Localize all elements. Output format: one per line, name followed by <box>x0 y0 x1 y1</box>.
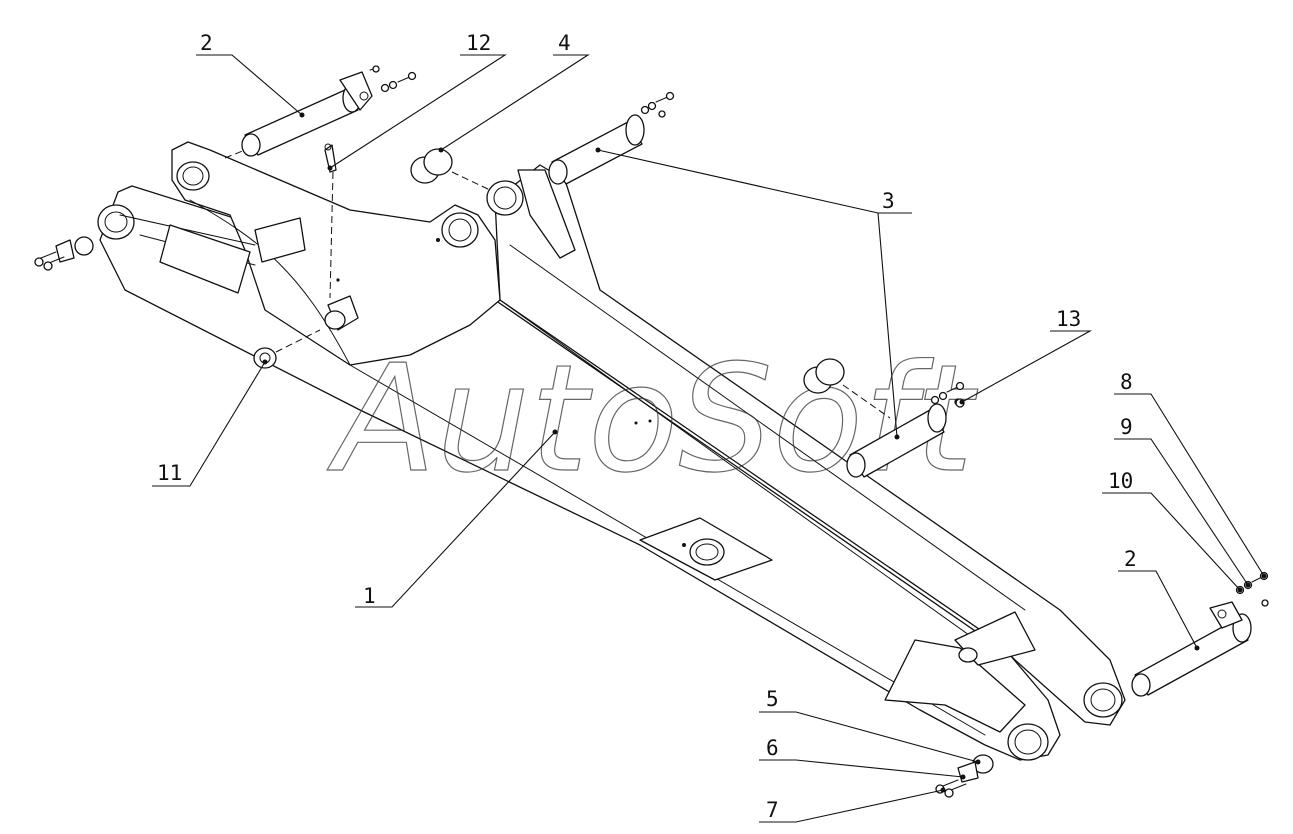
pin-3-top-bolts <box>640 91 675 118</box>
svg-text:6: 6 <box>766 736 779 760</box>
svg-text:1: 1 <box>363 584 376 608</box>
callout-13: 13 <box>959 307 1093 405</box>
callout-5: 5 <box>759 687 981 765</box>
boss-bore-left <box>441 212 479 248</box>
svg-text:2: 2 <box>200 31 213 55</box>
left-end-cap-fasteners <box>34 236 94 271</box>
callout-1: 1 <box>355 429 558 608</box>
callout-2-top: 2 <box>196 31 305 118</box>
svg-text:13: 13 <box>1056 307 1081 331</box>
top-pin-bolts <box>369 65 417 93</box>
svg-text:11: 11 <box>157 461 182 485</box>
boss-bore-right <box>486 180 524 216</box>
svg-text:8: 8 <box>1120 370 1133 394</box>
boom-rear-frame <box>171 141 501 366</box>
svg-text:7: 7 <box>766 798 779 822</box>
callout-8: 8 <box>1114 370 1267 579</box>
rear-lower-bore <box>97 204 135 240</box>
callout-11: 11 <box>152 359 268 487</box>
svg-text:2: 2 <box>1124 547 1137 571</box>
svg-text:9: 9 <box>1120 415 1133 439</box>
pin-2-top <box>224 71 373 159</box>
front-upper-bore <box>1083 682 1123 718</box>
ring-part-4-top <box>410 148 491 191</box>
callout-9: 9 <box>1114 415 1251 588</box>
svg-text:10: 10 <box>1108 469 1133 493</box>
callout-7: 7 <box>759 787 946 823</box>
pin-3-bottom <box>846 403 947 478</box>
pin-2-bottom <box>1131 601 1252 697</box>
callout-6: 6 <box>759 736 966 780</box>
callout-12: 12 <box>327 31 507 171</box>
pin-3-top <box>548 114 645 185</box>
ring-part-4-bottom <box>803 358 891 419</box>
svg-text:3: 3 <box>882 189 895 213</box>
callout-10: 10 <box>1102 469 1243 593</box>
callout-3: 3 <box>595 147 912 440</box>
watermark-text: AutoSoft <box>327 333 978 505</box>
svg-text:12: 12 <box>466 31 491 55</box>
svg-text:5: 5 <box>766 687 779 711</box>
rear-upper-bore <box>176 161 210 191</box>
callout-4: 4 <box>438 31 590 153</box>
svg-text:4: 4 <box>558 31 571 55</box>
boom-assembly <box>97 141 1126 761</box>
front-lower-bore <box>1007 723 1049 761</box>
washer-part-11 <box>253 329 321 369</box>
callout-2-bottom: 2 <box>1118 547 1200 651</box>
